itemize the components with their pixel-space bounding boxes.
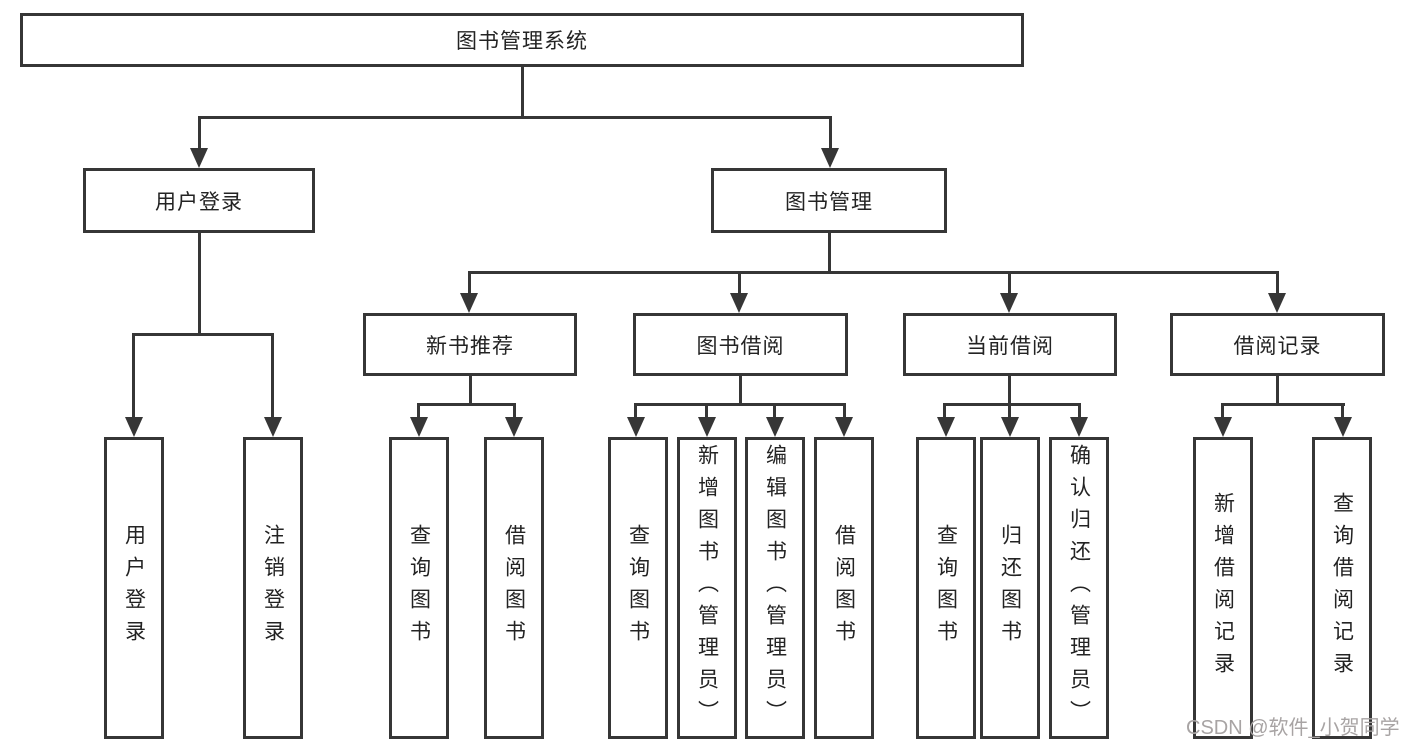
connector-line — [198, 116, 201, 152]
connector-line — [198, 233, 201, 336]
node-new-book-recommendation: 新书推荐 — [363, 313, 577, 376]
arrow-down-icon — [1000, 293, 1018, 313]
connector-line — [513, 403, 516, 419]
leaf-label: 查询图书 — [407, 524, 431, 652]
leaf-label: 确认归还（管理员） — [1067, 444, 1091, 732]
leaf-cb-confirm-return-admin: 确认归还（管理员） — [1049, 437, 1109, 739]
leaf-cb-query-books: 查询图书 — [916, 437, 976, 739]
arrow-down-icon — [730, 293, 748, 313]
connector-line — [1008, 271, 1011, 295]
leaf-label: 查询借阅记录 — [1330, 492, 1354, 684]
leaf-bb-edit-book-admin: 编辑图书（管理员） — [745, 437, 805, 739]
node-current-borrowing: 当前借阅 — [903, 313, 1117, 376]
connector-line — [705, 403, 708, 419]
leaf-label: 注销登录 — [261, 524, 285, 652]
csdn-watermark: CSDN @软件_小贺同学 — [1186, 717, 1400, 739]
arrow-down-icon — [627, 417, 645, 437]
leaf-label: 查询图书 — [626, 524, 650, 652]
connector-line — [1078, 403, 1081, 419]
arrow-down-icon — [835, 417, 853, 437]
root-node: 图书管理系统 — [20, 13, 1024, 67]
arrow-down-icon — [698, 417, 716, 437]
connector-line — [738, 271, 741, 295]
arrow-down-icon — [821, 148, 839, 168]
connector-line — [829, 116, 832, 152]
arrow-down-icon — [264, 417, 282, 437]
leaf-label: 归还图书 — [998, 524, 1022, 652]
connector-line — [468, 271, 471, 295]
arrow-down-icon — [1214, 417, 1232, 437]
arrow-down-icon — [1070, 417, 1088, 437]
leaf-label: 借阅图书 — [502, 524, 526, 652]
arrow-down-icon — [505, 417, 523, 437]
connector-line — [1276, 271, 1279, 295]
connector-line — [1008, 403, 1011, 419]
arrow-down-icon — [410, 417, 428, 437]
leaf-label: 查询图书 — [934, 524, 958, 652]
connector-line — [943, 403, 1081, 406]
leaf-nbr-query-books: 查询图书 — [389, 437, 449, 739]
leaf-bb-add-book-admin: 新增图书（管理员） — [677, 437, 737, 739]
node-borrowing-records: 借阅记录 — [1170, 313, 1385, 376]
leaf-bb-borrow-books: 借阅图书 — [814, 437, 874, 739]
connector-line — [1341, 403, 1344, 419]
connector-line — [417, 403, 420, 419]
connector-line — [417, 403, 516, 406]
connector-line — [1221, 403, 1345, 406]
arrow-down-icon — [1268, 293, 1286, 313]
connector-line — [739, 376, 742, 406]
connector-line — [1221, 403, 1224, 419]
leaf-label: 借阅图书 — [832, 524, 856, 652]
connector-line — [773, 403, 776, 419]
leaf-cb-return-books: 归还图书 — [980, 437, 1040, 739]
connector-line — [198, 116, 832, 119]
node-user-login: 用户登录 — [83, 168, 315, 233]
arrow-down-icon — [190, 148, 208, 168]
leaf-label: 编辑图书（管理员） — [763, 444, 787, 732]
node-book-borrowing: 图书借阅 — [633, 313, 848, 376]
connector-line — [468, 271, 1279, 274]
arrow-down-icon — [1334, 417, 1352, 437]
connector-line — [1008, 376, 1011, 406]
connector-line — [469, 376, 472, 406]
connector-line — [634, 403, 846, 406]
arrow-down-icon — [1001, 417, 1019, 437]
leaf-br-query-borrow-record: 查询借阅记录 — [1312, 437, 1372, 739]
arrow-down-icon — [937, 417, 955, 437]
leaf-nbr-borrow-books: 借阅图书 — [484, 437, 544, 739]
connector-line — [521, 67, 524, 118]
leaf-bb-query-books: 查询图书 — [608, 437, 668, 739]
arrow-down-icon — [766, 417, 784, 437]
connector-line — [843, 403, 846, 419]
connector-line — [634, 403, 637, 419]
connector-line — [1276, 376, 1279, 406]
connector-line — [132, 333, 274, 336]
arrow-down-icon — [460, 293, 478, 313]
connector-line — [271, 333, 274, 419]
connector-line — [828, 233, 831, 274]
leaf-br-add-borrow-record: 新增借阅记录 — [1193, 437, 1253, 739]
node-book-management: 图书管理 — [711, 168, 947, 233]
connector-line — [943, 403, 946, 419]
leaf-logout-login: 注销登录 — [243, 437, 303, 739]
connector-line — [132, 333, 135, 419]
leaf-user-login: 用户登录 — [104, 437, 164, 739]
leaf-label: 新增图书（管理员） — [695, 444, 719, 732]
leaf-label: 用户登录 — [122, 524, 146, 652]
arrow-down-icon — [125, 417, 143, 437]
leaf-label: 新增借阅记录 — [1211, 492, 1235, 684]
